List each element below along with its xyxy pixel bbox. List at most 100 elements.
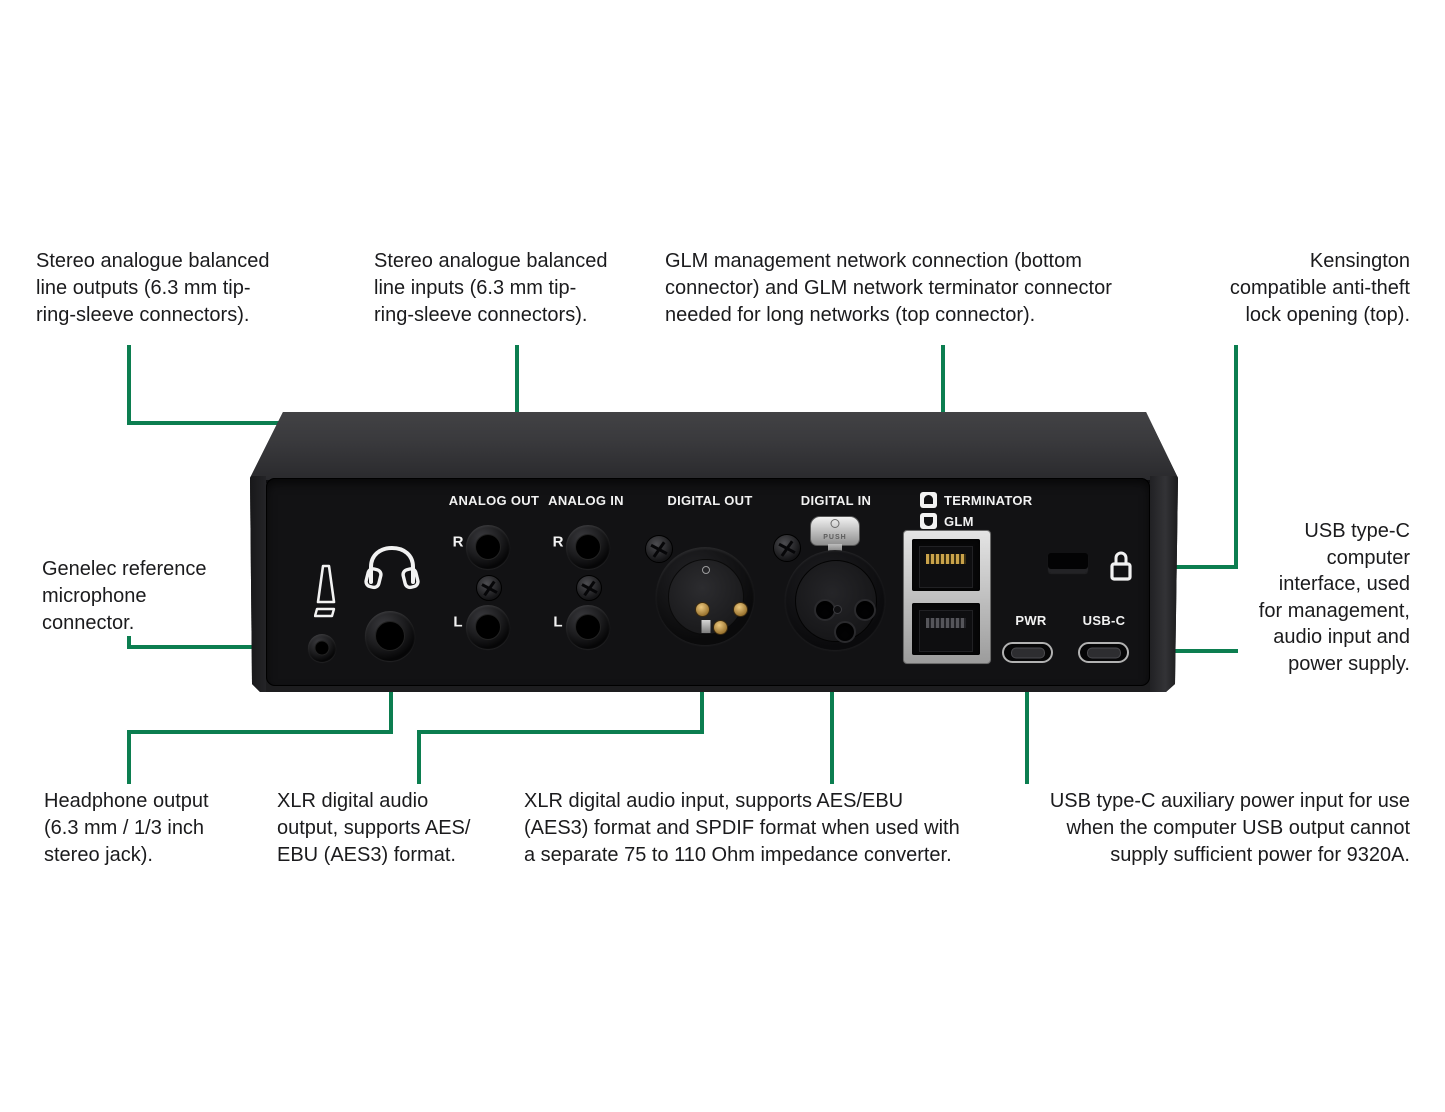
leader-xlr-out bbox=[417, 730, 704, 734]
annotation-microphone: Genelec reference microphone connector. bbox=[42, 556, 207, 637]
leader-microphone bbox=[127, 645, 307, 649]
lock-icon bbox=[1110, 551, 1132, 581]
annotation-line: compatible anti-theft bbox=[1229, 277, 1410, 299]
microphone-icon bbox=[314, 564, 336, 618]
digital-in-label: DIGITAL IN bbox=[800, 493, 872, 508]
annotation-analog-in: Stereo analogue balanced line inputs (6.… bbox=[374, 248, 608, 329]
annotation-line: Stereo analogue balanced bbox=[374, 250, 608, 272]
kensington-lock-slot bbox=[1048, 553, 1088, 573]
device-top-bevel bbox=[250, 412, 1178, 483]
glm-icon bbox=[920, 513, 937, 529]
screw bbox=[576, 575, 602, 601]
annotation-line: connector. bbox=[42, 612, 135, 634]
screw bbox=[773, 534, 801, 562]
leader-analog-in bbox=[515, 345, 519, 425]
usbc-label: USB-C bbox=[1082, 613, 1126, 628]
leader-kensington bbox=[1133, 565, 1238, 569]
pwr-usbc-port bbox=[1002, 642, 1053, 663]
annotation-kensington: Kensington compatible anti-theft lock op… bbox=[1230, 248, 1410, 329]
terminator-rj45-port bbox=[912, 539, 980, 591]
annotation-line: EBU (AES3) format. bbox=[277, 844, 456, 866]
annotation-line: USB type-C bbox=[1304, 520, 1410, 542]
analog-out-l-label: L bbox=[453, 613, 463, 631]
annotation-line: supply sufficient power for 9320A. bbox=[1110, 844, 1410, 866]
xlr-latch-neck bbox=[828, 544, 842, 554]
analog-in-r-jack bbox=[566, 525, 610, 569]
push-label: PUSH bbox=[823, 534, 847, 541]
annotation-line: Stereo analogue balanced bbox=[36, 250, 270, 272]
annotation-line: XLR digital audio input, supports AES/EB… bbox=[524, 790, 904, 812]
annotation-line: needed for long networks (top connector)… bbox=[665, 304, 1036, 326]
leader-headphone bbox=[127, 730, 393, 734]
leader-kensington bbox=[1234, 345, 1238, 569]
digital-out-xlr-connector bbox=[656, 547, 754, 645]
leader-xlr-out bbox=[700, 664, 704, 734]
leader-xlr-out bbox=[417, 730, 421, 784]
annotation-line: lock opening (top). bbox=[1245, 304, 1410, 326]
digital-out-label: DIGITAL OUT bbox=[667, 493, 753, 508]
usbc-port bbox=[1078, 642, 1129, 663]
headphone-output-jack bbox=[365, 611, 415, 661]
leader-microphone bbox=[127, 636, 131, 649]
screw bbox=[645, 535, 673, 563]
annotation-analog-out: Stereo analogue balanced line outputs (6… bbox=[36, 248, 270, 329]
glm-network-ports bbox=[903, 530, 991, 664]
leader-headphone bbox=[389, 660, 393, 734]
annotation-line: ring-sleeve connectors). bbox=[374, 304, 588, 326]
annotation-usb-power: USB type-C auxiliary power input for use… bbox=[1050, 788, 1410, 869]
headphones-icon bbox=[364, 545, 420, 590]
annotation-line: line inputs (6.3 mm tip- bbox=[374, 277, 577, 299]
annotation-line: a separate 75 to 110 Ohm impedance conve… bbox=[524, 844, 952, 866]
annotation-line: power supply. bbox=[1288, 652, 1410, 675]
annotation-line: ring-sleeve connectors). bbox=[36, 304, 250, 326]
annotation-line: for management, bbox=[1258, 599, 1410, 622]
annotation-line: microphone bbox=[42, 585, 147, 607]
annotation-line: Kensington bbox=[1309, 250, 1410, 272]
analog-in-l-jack bbox=[566, 605, 610, 649]
annotation-line: (AES3) format and SPDIF format when used… bbox=[524, 817, 960, 839]
analog-in-label: ANALOG IN bbox=[548, 493, 624, 508]
leader-xlr-in bbox=[830, 664, 834, 784]
annotation-line: interface, used bbox=[1278, 573, 1410, 595]
screw bbox=[476, 575, 502, 601]
annotation-line: computer bbox=[1326, 546, 1410, 569]
xlr-push-latch: PUSH bbox=[810, 516, 860, 546]
analog-in-r-label: R bbox=[552, 533, 564, 551]
annotation-line: Genelec reference bbox=[42, 558, 207, 580]
analog-out-label: ANALOG OUT bbox=[448, 493, 540, 508]
glm-rj45-port bbox=[912, 603, 980, 655]
terminator-icon bbox=[920, 492, 937, 508]
annotation-line: when the computer USB output cannot bbox=[1066, 817, 1410, 839]
annotation-usb-interface: USB type-C computer interface, used for … bbox=[1259, 518, 1410, 677]
annotation-line: XLR digital audio bbox=[277, 790, 429, 812]
annotation-line: line outputs (6.3 mm tip- bbox=[36, 277, 251, 299]
leader-usb-interface bbox=[1134, 649, 1238, 653]
analog-out-l-jack bbox=[466, 605, 510, 649]
mic-input-jack bbox=[308, 634, 336, 662]
annotation-line: output, supports AES/ bbox=[277, 817, 471, 839]
analog-in-l-label: L bbox=[553, 613, 563, 631]
terminator-label: TERMINATOR bbox=[944, 493, 1033, 508]
annotation-line: audio input and bbox=[1273, 626, 1410, 648]
device-rear-panel: ANALOG OUT R L ANALOG IN R L DIGITAL OUT… bbox=[250, 412, 1178, 692]
annotation-line: stereo jack). bbox=[44, 844, 153, 866]
leader-usb-power bbox=[1025, 664, 1029, 784]
annotation-line: Headphone output bbox=[44, 790, 209, 812]
analog-out-r-jack bbox=[466, 525, 510, 569]
device-right-edge bbox=[1150, 476, 1178, 692]
device-left-edge bbox=[250, 476, 266, 692]
annotation-line: (6.3 mm / 1/3 inch bbox=[44, 817, 205, 839]
leader-analog-out bbox=[127, 345, 131, 425]
leader-headphone bbox=[127, 730, 131, 784]
glm-label: GLM bbox=[944, 514, 974, 529]
annotation-line: connector) and GLM network terminator co… bbox=[665, 277, 1112, 299]
annotation-line: GLM management network connection (botto… bbox=[665, 250, 1082, 272]
digital-in-xlr-connector bbox=[785, 550, 885, 650]
annotation-xlr-in: XLR digital audio input, supports AES/EB… bbox=[524, 788, 960, 869]
annotation-line: USB type-C auxiliary power input for use bbox=[1049, 790, 1410, 812]
annotation-headphone: Headphone output (6.3 mm / 1/3 inch ster… bbox=[44, 788, 209, 869]
annotation-glm-network: GLM management network connection (botto… bbox=[665, 248, 1112, 329]
annotation-xlr-out: XLR digital audio output, supports AES/ … bbox=[277, 788, 470, 869]
pwr-label: PWR bbox=[1015, 613, 1047, 628]
